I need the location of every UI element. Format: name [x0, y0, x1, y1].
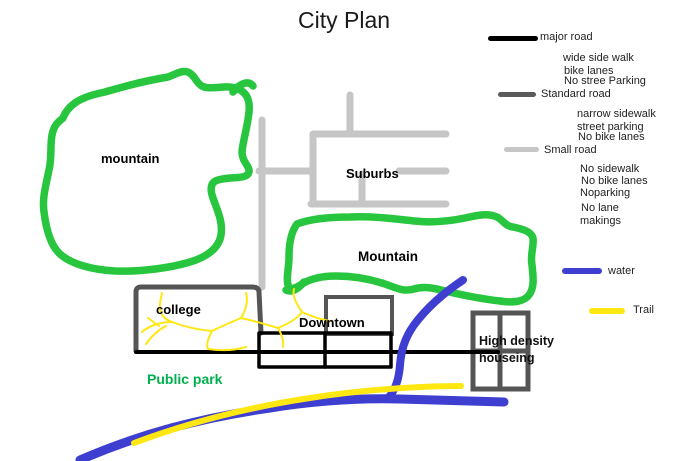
trail-scribble	[211, 317, 242, 332]
label-public-park: Public park	[147, 371, 223, 387]
trail-scribble	[147, 317, 160, 327]
trail-scribble	[240, 317, 279, 329]
legend-swatch-water	[562, 268, 602, 274]
label-mountain-west: mountain	[101, 151, 160, 166]
trail-scribble	[171, 321, 213, 332]
trail-scribble	[240, 292, 248, 319]
legend-label-small-road: Small road	[544, 144, 597, 156]
trail-scribble	[292, 288, 303, 313]
college-trail-scribbles	[141, 288, 332, 352]
trail-scribble	[301, 311, 332, 322]
small-roads-group	[255, 91, 450, 291]
legend-label-water: water	[608, 265, 635, 277]
label-high-density-line1: High density	[479, 334, 555, 348]
legend-note: No lane	[581, 202, 619, 214]
major-roads-group	[134, 331, 500, 369]
legend-note: No sidewalk	[580, 163, 640, 175]
legend-note: bike lanes	[564, 65, 614, 77]
river-upper-branch	[384, 276, 467, 402]
legend-note: No bike lanes	[581, 175, 648, 187]
mountain-west-tail	[229, 79, 257, 96]
mountain-west-outline	[39, 67, 253, 275]
small-road-suburb-top	[309, 130, 450, 207]
legend-note: No stree Parking	[564, 75, 646, 87]
label-high-density: High density houseing	[479, 333, 554, 367]
trail-scribble	[277, 327, 285, 348]
trail-path	[131, 383, 464, 446]
page-title: City Plan	[298, 7, 391, 33]
label-mountain-central: Mountain	[358, 249, 418, 264]
legend-swatch-small-road	[504, 147, 539, 152]
trail-scribble	[207, 346, 247, 352]
river-group	[75, 276, 509, 461]
mountain-central-tail	[282, 278, 308, 295]
mountains-group	[39, 67, 537, 306]
legend-swatch-major-road	[488, 36, 538, 41]
legend-note: Noparking	[580, 187, 631, 199]
label-downtown: Downtown	[299, 315, 365, 330]
legend-note: makings	[580, 215, 621, 227]
legend-note: street parking	[577, 121, 644, 133]
label-high-density-line2: houseing	[479, 351, 535, 365]
legend-swatch-standard-road	[498, 92, 536, 97]
legend-swatch-trail	[589, 308, 625, 314]
river-lower	[75, 394, 509, 461]
label-college: college	[156, 302, 201, 317]
label-suburbs: Suburbs	[346, 166, 399, 181]
college-box	[133, 284, 264, 354]
legend-note: No bike lanes	[578, 131, 645, 143]
trail-scribble	[206, 330, 213, 350]
legend-note: wide side walk	[563, 52, 634, 64]
legend-note: narrow sidewalk	[577, 108, 656, 120]
legend-label-trail: Trail	[633, 304, 654, 316]
trail-scribble	[145, 325, 167, 345]
legend-label-standard-road: Standard road	[541, 88, 611, 100]
legend-label-major-road: major road	[540, 31, 593, 43]
trail-scribble	[277, 311, 303, 329]
